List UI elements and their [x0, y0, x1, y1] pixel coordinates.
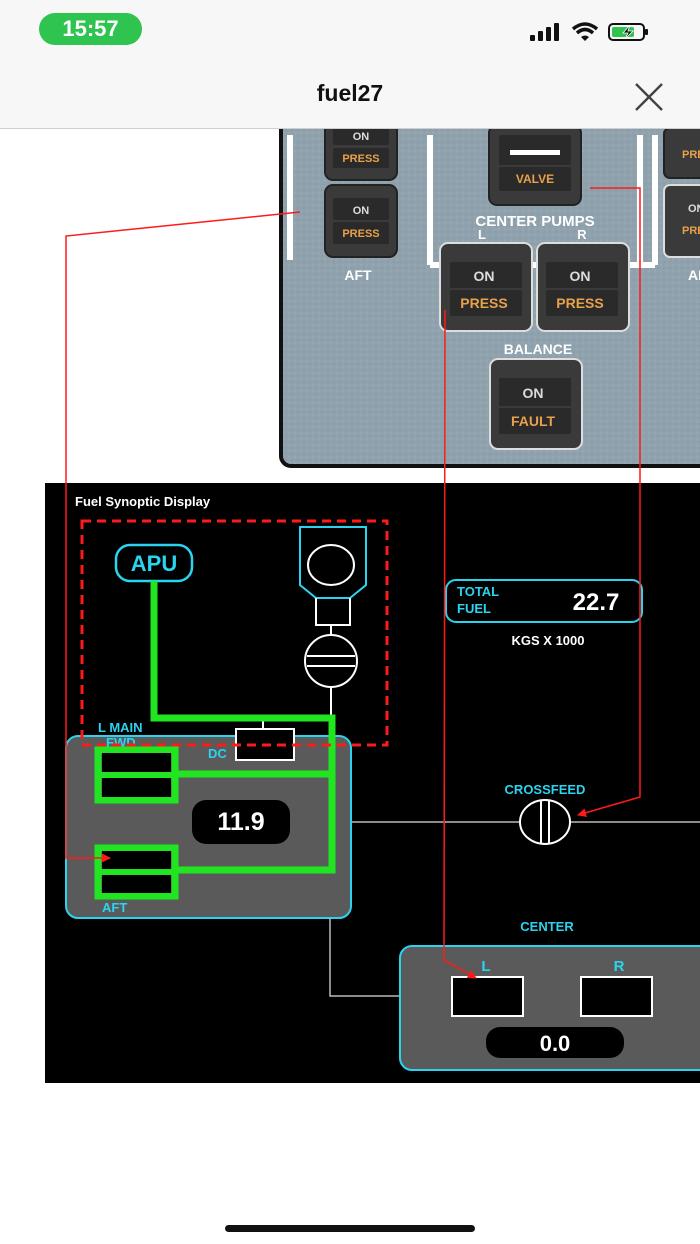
center-r-pump — [580, 976, 653, 1017]
fwd-switch-on-text: ON — [353, 131, 370, 143]
center-pump-right-switch[interactable]: ON PRESS — [536, 242, 630, 332]
l-main-label: L MAIN — [98, 720, 143, 735]
total-fuel-box: TOTAL FUEL 22.7 — [445, 579, 643, 623]
nav-bar: fuel27 — [0, 62, 700, 129]
valve-text: VALVE — [516, 172, 554, 186]
center-tank-label: CENTER — [520, 919, 574, 934]
status-icons — [530, 22, 650, 42]
right-edge-label-1: PRE — [682, 149, 700, 161]
overhead-fuel-panel: ON PRESS ON PRESS AFT VALVE CENTE — [279, 129, 700, 468]
apu-box: APU — [114, 543, 194, 583]
total-fuel-label-1: TOTAL — [457, 584, 499, 599]
center-pump-left-switch[interactable]: ON PRESS — [439, 242, 533, 332]
left-pump-press-text: PRESS — [460, 295, 507, 311]
apu-label: APU — [131, 551, 177, 576]
center-pump-l-label: L — [478, 227, 486, 242]
center-pump-r-label: R — [577, 227, 587, 242]
engine-symbol — [299, 526, 367, 718]
green-fuel-lines — [94, 581, 336, 900]
balance-fault-text: FAULT — [511, 413, 556, 429]
status-bar: 15:57 — [0, 0, 700, 62]
center-value: 0.0 — [540, 1031, 571, 1056]
fuel-synoptic-display: Fuel Synoptic Display APU TOTAL — [45, 483, 700, 1083]
aft-switch-press-text: PRESS — [342, 228, 379, 240]
right-edge-label-3: PRE — [682, 225, 700, 237]
fuel-diagram-image: ON PRESS ON PRESS AFT VALVE CENTE — [0, 129, 700, 1169]
aft-panel-label: AFT — [344, 267, 372, 283]
aft-tank-label: AFT — [102, 900, 127, 915]
status-time: 15:57 — [39, 13, 142, 45]
aft-pump-switch[interactable]: ON PRESS — [324, 184, 398, 258]
pump-boxes — [102, 753, 171, 893]
wifi-icon — [572, 22, 598, 41]
center-l-label: L — [481, 958, 490, 975]
fwd-switch-press-text: PRESS — [342, 153, 379, 165]
red-annotations — [65, 187, 641, 979]
total-fuel-label-2: FUEL — [457, 601, 491, 616]
left-pump-on-text: ON — [474, 268, 495, 284]
center-r-label: R — [614, 958, 625, 975]
balance-label: BALANCE — [504, 341, 572, 357]
total-fuel-value: 22.7 — [573, 589, 620, 616]
center-tank: L R 0.0 — [399, 945, 700, 1071]
balance-switch[interactable]: ON FAULT — [489, 358, 583, 450]
fuel-diagram: ON PRESS ON PRESS AFT VALVE CENTE — [45, 129, 700, 1083]
center-pumps-label: CENTER PUMPS — [475, 213, 594, 230]
right-edge-switches: PRE ON PRE AI — [663, 129, 700, 283]
battery-charging-icon — [608, 23, 648, 41]
crossfeed-valve — [352, 799, 700, 845]
home-indicator[interactable] — [225, 1225, 475, 1232]
page-title: fuel27 — [316, 80, 384, 106]
cellular-signal-icon — [530, 23, 559, 41]
aft-switch-on-text: ON — [353, 205, 370, 217]
synoptic-title: Fuel Synoptic Display — [75, 494, 211, 509]
center-l-pump — [451, 976, 524, 1017]
units-label: KGS X 1000 — [512, 633, 585, 648]
right-pump-press-text: PRESS — [556, 295, 603, 311]
crossfeed-valve-switch[interactable]: VALVE — [488, 129, 582, 206]
right-edge-label-2: ON — [688, 203, 700, 215]
l-main-value: 11.9 — [217, 808, 264, 836]
dc-label: DC — [208, 746, 227, 761]
fwd-pump-switch[interactable]: ON PRESS — [324, 129, 398, 181]
close-icon[interactable] — [634, 82, 664, 112]
right-edge-label-4: AI — [688, 267, 700, 283]
crossfeed-label: CROSSFEED — [505, 782, 586, 797]
balance-on-text: ON — [523, 385, 544, 401]
right-pump-on-text: ON — [570, 268, 591, 284]
